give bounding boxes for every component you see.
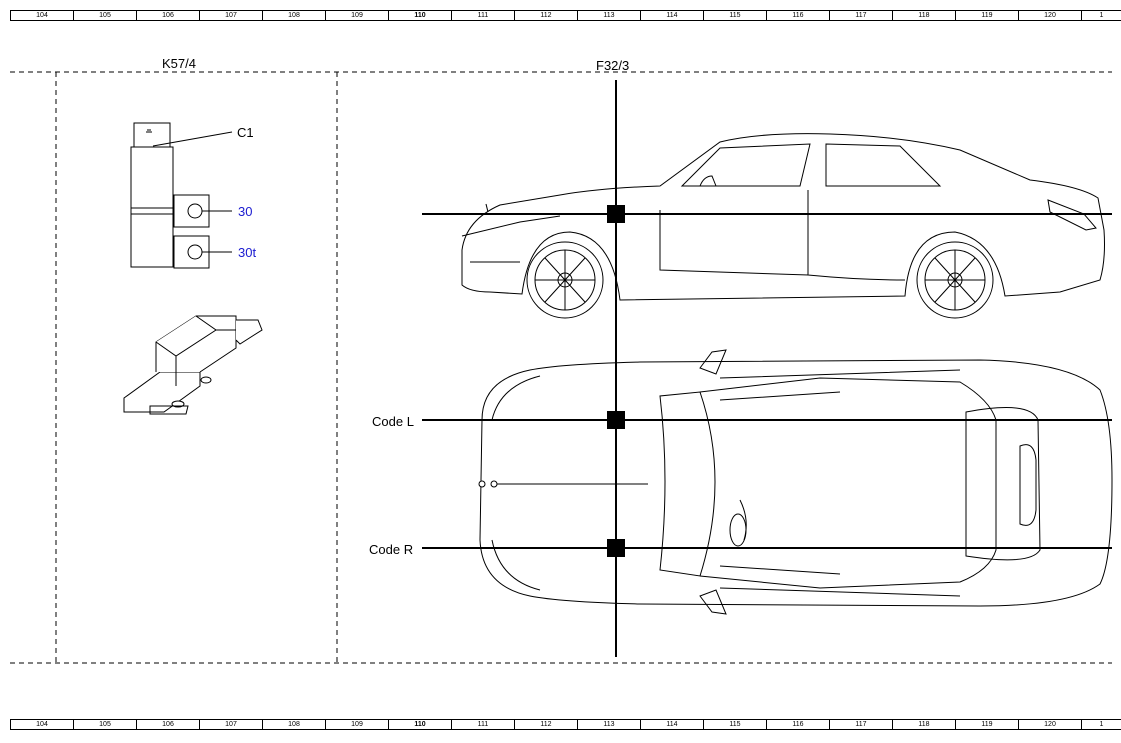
- grid-column-110: 110: [388, 719, 451, 730]
- f32-3-location-markers: [607, 205, 625, 557]
- grid-column-104: 104: [10, 719, 73, 730]
- grid-column-113: 113: [577, 719, 640, 730]
- grid-column-111: 111: [451, 10, 514, 21]
- grid-column-107: 107: [199, 719, 262, 730]
- grid-column-117: 117: [829, 10, 892, 21]
- grid-column-111: 111: [451, 719, 514, 730]
- grid-column-112: 112: [514, 10, 577, 21]
- grid-column-104: 104: [10, 10, 73, 21]
- location-marker: [607, 411, 625, 429]
- dashed-frame: [10, 71, 1112, 664]
- grid-column-114: 114: [640, 10, 703, 21]
- grid-column-112: 112: [514, 719, 577, 730]
- grid-column-117: 117: [829, 719, 892, 730]
- grid-column-108: 108: [262, 10, 325, 21]
- component-id-f32-3: F32/3: [596, 58, 630, 73]
- code-l-label: Code L: [372, 414, 414, 429]
- connector-label-c1: C1: [237, 125, 254, 140]
- grid-column-113: 113: [577, 10, 640, 21]
- vehicle-top-view: [478, 349, 1113, 615]
- grid-column-116: 116: [766, 10, 829, 21]
- grid-column-118: 118: [892, 10, 955, 21]
- grid-column-1: 1: [1081, 719, 1121, 730]
- grid-column-116: 116: [766, 719, 829, 730]
- pin-label-30: 30: [238, 204, 253, 219]
- grid-column-106: 106: [136, 10, 199, 21]
- location-marker: [607, 205, 625, 223]
- grid-column-109: 109: [325, 10, 388, 21]
- grid-column-115: 115: [703, 719, 766, 730]
- k57-4-relay-sketch: [123, 315, 263, 415]
- grid-column-1: 1: [1081, 10, 1121, 21]
- grid-column-110: 110: [388, 10, 451, 21]
- grid-column-119: 119: [955, 10, 1018, 21]
- grid-column-106: 106: [136, 719, 199, 730]
- pin-label-30t: 30t: [238, 245, 257, 260]
- grid-column-120: 120: [1018, 719, 1081, 730]
- grid-column-107: 107: [199, 10, 262, 21]
- grid-column-120: 120: [1018, 10, 1081, 21]
- f32-3-reference-lines: [422, 80, 1112, 657]
- k57-4-connector-drawing: [130, 122, 233, 269]
- location-marker: [607, 539, 625, 557]
- grid-column-115: 115: [703, 10, 766, 21]
- grid-column-118: 118: [892, 719, 955, 730]
- grid-column-105: 105: [73, 719, 136, 730]
- grid-column-114: 114: [640, 719, 703, 730]
- vehicle-side-view: [461, 133, 1105, 319]
- component-id-k57-4: K57/4: [162, 56, 196, 71]
- grid-column-109: 109: [325, 719, 388, 730]
- grid-column-108: 108: [262, 719, 325, 730]
- grid-column-105: 105: [73, 10, 136, 21]
- grid-column-119: 119: [955, 719, 1018, 730]
- code-r-label: Code R: [369, 542, 414, 557]
